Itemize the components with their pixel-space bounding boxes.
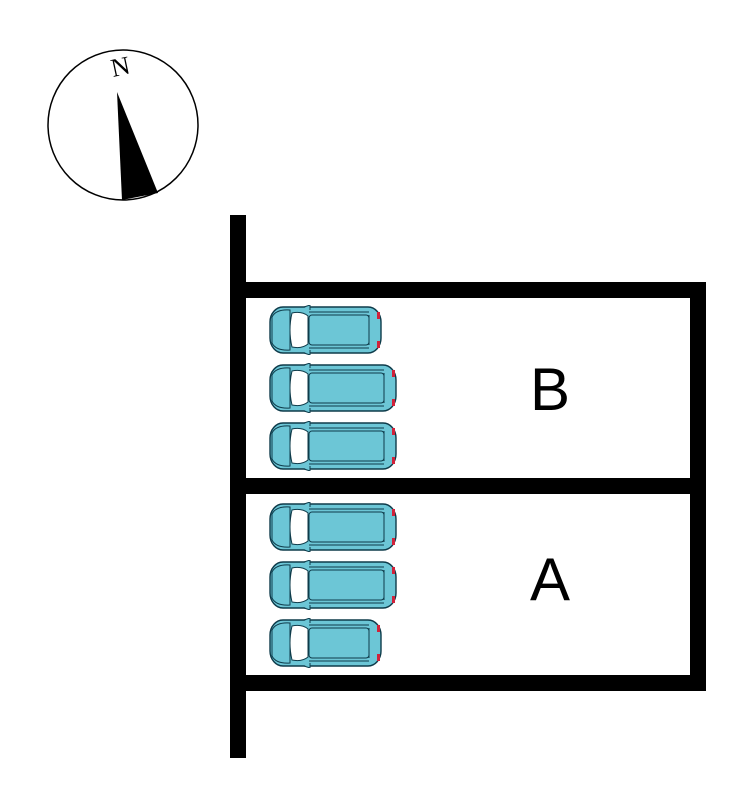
car-hood (271, 367, 291, 409)
compass: N (47, 49, 199, 201)
car-icon (269, 363, 397, 413)
car-tail-light (392, 509, 395, 516)
car-roof (308, 430, 385, 462)
car-tail-light (377, 312, 380, 319)
car-hood (271, 309, 291, 351)
car-icon (269, 502, 397, 552)
car-mirror (303, 605, 311, 610)
car-mirror (303, 466, 311, 471)
car-tail-light (392, 428, 395, 435)
car-mirror (303, 547, 311, 552)
car-mirror (303, 305, 311, 310)
car-windshield (289, 369, 309, 407)
car-icon (269, 421, 397, 471)
car-tail-light (392, 457, 395, 464)
car-roof (308, 511, 385, 543)
car-mirror (303, 663, 311, 668)
middle-divider-wall (230, 478, 706, 494)
car-icon (269, 305, 382, 355)
car-hood (271, 564, 291, 606)
car-hood (271, 506, 291, 548)
car-windshield (289, 311, 309, 349)
car-roof (308, 372, 385, 404)
north-arrow-icon (117, 92, 158, 200)
car-tail-light (392, 567, 395, 574)
car-windshield (289, 566, 309, 604)
east-boundary-wall (690, 282, 706, 691)
car-tail-light (392, 399, 395, 406)
car-roof (308, 627, 370, 659)
car-roof (308, 314, 370, 346)
lot-b-label: B (529, 356, 571, 423)
car-hood (271, 425, 291, 467)
north-boundary-wall (230, 282, 706, 298)
car-mirror (303, 408, 311, 413)
car-mirror (303, 502, 311, 507)
car-mirror (303, 560, 311, 565)
car-mirror (303, 363, 311, 368)
car-windshield (289, 427, 309, 465)
car-windshield (289, 508, 309, 546)
car-tail-light (377, 654, 380, 661)
car-icon (269, 618, 382, 668)
car-roof (308, 569, 385, 601)
car-tail-light (392, 596, 395, 603)
car-tail-light (377, 625, 380, 632)
car-tail-light (392, 538, 395, 545)
car-hood (271, 622, 291, 664)
car-tail-light (377, 341, 380, 348)
lot-a-label: A (529, 546, 571, 613)
car-tail-light (392, 370, 395, 377)
south-boundary-wall (230, 675, 706, 691)
car-icon (269, 560, 397, 610)
car-mirror (303, 618, 311, 623)
car-mirror (303, 421, 311, 426)
car-mirror (303, 350, 311, 355)
car-windshield (289, 624, 309, 662)
